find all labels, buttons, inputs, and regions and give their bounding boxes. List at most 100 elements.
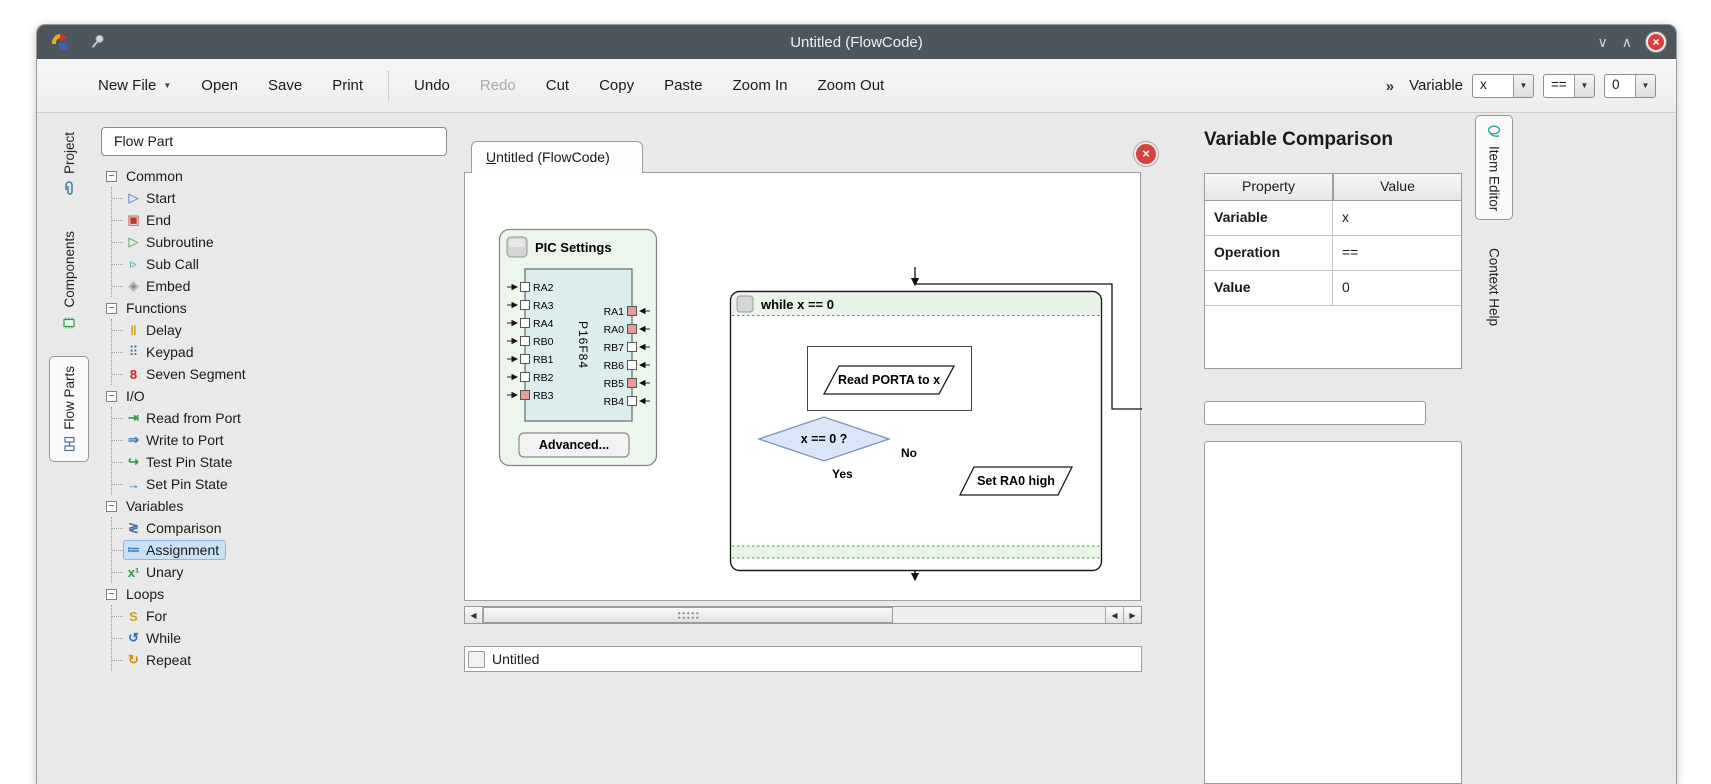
svg-text:RB1: RB1 — [533, 354, 554, 366]
zoom-out-button[interactable]: Zoom Out — [803, 70, 900, 101]
tab-flow-parts[interactable]: Flow Parts — [49, 356, 89, 463]
cut-button[interactable]: Cut — [531, 70, 584, 101]
expander-icon[interactable]: − — [106, 589, 117, 600]
minus-glyph: − — [109, 172, 115, 181]
scroll-right-button[interactable]: ▶ — [1123, 607, 1141, 623]
tree-group-variables[interactable]: − Variables — [101, 495, 447, 517]
open-button[interactable]: Open — [186, 70, 253, 101]
item-editor-list-box[interactable] — [1204, 441, 1462, 784]
column-header-value[interactable]: Value — [1333, 174, 1461, 201]
tree-item-unary[interactable]: x¹ Unary — [112, 561, 447, 583]
flow-part-header[interactable]: Flow Part — [101, 127, 447, 156]
new-file-button[interactable]: New File ▼ — [83, 70, 186, 101]
flowchart-canvas[interactable]: PIC Settings P16F84 — [464, 172, 1141, 601]
tab-components[interactable]: Components — [57, 222, 81, 340]
tree-item-label: Embed — [143, 277, 196, 295]
expander-icon[interactable]: − — [106, 303, 117, 314]
operation-combobox[interactable]: == ▼ — [1543, 74, 1595, 98]
pic-left-pin-boxes[interactable] — [521, 283, 530, 400]
chevron-down-icon[interactable]: ▼ — [1513, 75, 1533, 97]
bottom-document-tab[interactable]: Untitled — [464, 646, 1142, 672]
scrollbar-track[interactable] — [483, 607, 1105, 623]
tree-group-functions[interactable]: − Functions — [101, 297, 447, 319]
value-combobox-value[interactable]: 0 — [1605, 75, 1635, 97]
while-loop-icon: ↺ — [124, 630, 143, 646]
window-title: Untitled (FlowCode) — [37, 34, 1676, 51]
app-window: Untitled (FlowCode) ∨ ∧ × New File ▼ Ope… — [36, 24, 1677, 784]
tree-item-embed[interactable]: ◈ Embed — [112, 275, 447, 297]
tree-item-keypad[interactable]: ⠿ Keypad — [112, 341, 447, 363]
minus-glyph: − — [109, 392, 115, 401]
tree-item-sub-call[interactable]: ▹ Sub Call — [112, 253, 447, 275]
tab-context-help[interactable]: Context Help — [1476, 240, 1512, 334]
undo-button[interactable]: Undo — [399, 70, 465, 101]
tree-children-loops: S For ↺ While ↻ Repeat — [111, 605, 447, 671]
tree-item-label: Start — [143, 189, 182, 207]
tree-item-end[interactable]: ▣ End — [112, 209, 447, 231]
svg-text:RB3: RB3 — [533, 390, 554, 402]
variable-combobox-value[interactable]: x — [1473, 75, 1513, 97]
value-cell[interactable]: 0 — [1333, 271, 1461, 305]
tree-item-repeat[interactable]: ↻ Repeat — [112, 649, 447, 671]
tab-project[interactable]: Project — [57, 123, 81, 206]
expander-icon[interactable]: − — [106, 171, 117, 182]
value-cell[interactable]: x — [1333, 201, 1461, 235]
copy-button[interactable]: Copy — [584, 70, 649, 101]
maximize-button[interactable]: ∧ — [1622, 34, 1632, 51]
tree-item-seven-segment[interactable]: 8 Seven Segment — [112, 363, 447, 385]
tree-item-for[interactable]: S For — [112, 605, 447, 627]
flow-parts-tree: − Common ▷ Start ▣ End ▷ Subroutine — [101, 165, 447, 671]
value-combobox[interactable]: 0 ▼ — [1604, 74, 1656, 98]
paste-button[interactable]: Paste — [649, 70, 717, 101]
window-close-button[interactable]: × — [1646, 32, 1666, 52]
horizontal-scrollbar[interactable]: ◀ ◀ ▶ — [464, 606, 1142, 624]
tab-item-editor[interactable]: Item Editor — [1475, 115, 1513, 220]
sub-call-icon: ▹ — [124, 256, 143, 272]
tree-item-write-to-port[interactable]: ⇒ Write to Port — [112, 429, 447, 451]
tree-group-loops[interactable]: − Loops — [101, 583, 447, 605]
tree-group-io[interactable]: − I/O — [101, 385, 447, 407]
read-port-block[interactable]: Read PORTA to x — [808, 347, 972, 411]
tree-group-common[interactable]: − Common — [101, 165, 447, 187]
item-editor-text-input[interactable] — [1204, 401, 1426, 425]
chevron-down-icon[interactable]: ▼ — [1635, 75, 1655, 97]
chevron-down-icon[interactable]: ▼ — [1574, 75, 1594, 97]
tree-item-assignment[interactable]: ≔ Assignment — [112, 539, 447, 561]
tree-item-while[interactable]: ↺ While — [112, 627, 447, 649]
tree-group-label: I/O — [123, 387, 151, 405]
tree-group-label: Loops — [123, 585, 170, 603]
scroll-left-button-2[interactable]: ◀ — [1105, 607, 1123, 623]
variable-combobox[interactable]: x ▼ — [1472, 74, 1534, 98]
document-checkbox[interactable] — [468, 651, 485, 668]
document-close-button[interactable]: × — [1134, 142, 1158, 166]
zoom-in-button[interactable]: Zoom In — [717, 70, 802, 101]
for-loop-icon: S — [124, 609, 143, 624]
tree-item-test-pin-state[interactable]: ↪ Test Pin State — [112, 451, 447, 473]
save-button[interactable]: Save — [253, 70, 317, 101]
scrollbar-thumb[interactable] — [483, 607, 893, 623]
write-port-icon: ⇒ — [124, 432, 143, 448]
new-file-dropdown-icon[interactable]: ▼ — [163, 81, 171, 90]
tree-item-read-from-port[interactable]: ⇥ Read from Port — [112, 407, 447, 429]
tree-item-start[interactable]: ▷ Start — [112, 187, 447, 209]
column-header-property[interactable]: Property — [1205, 174, 1333, 201]
print-button[interactable]: Print — [317, 70, 378, 101]
tree-item-set-pin-state[interactable]: → Set Pin State — [112, 473, 447, 495]
minimize-button[interactable]: ∨ — [1598, 34, 1608, 51]
tree-item-subroutine[interactable]: ▷ Subroutine — [112, 231, 447, 253]
value-cell[interactable]: == — [1333, 236, 1461, 270]
tree-item-comparison[interactable]: ≷ Comparison — [112, 517, 447, 539]
tree-item-label: Write to Port — [143, 431, 230, 449]
document-tab[interactable]: Untitled (FlowCode) — [471, 141, 643, 173]
pic-settings-box[interactable]: PIC Settings P16F84 — [500, 230, 657, 466]
operation-combobox-value[interactable]: == — [1544, 75, 1574, 97]
flowchart-icon — [61, 436, 77, 452]
tree-item-delay[interactable]: ‖ Delay — [112, 319, 447, 341]
expander-icon[interactable]: − — [106, 501, 117, 512]
expander-icon[interactable]: − — [106, 391, 117, 402]
set-pin-block[interactable]: Set RA0 high — [960, 467, 1072, 495]
toolbar-overflow-icon[interactable]: » — [1386, 78, 1394, 95]
tree-item-label: Set Pin State — [143, 475, 234, 493]
while-checkbox[interactable] — [737, 296, 753, 312]
scroll-left-button[interactable]: ◀ — [465, 607, 483, 623]
